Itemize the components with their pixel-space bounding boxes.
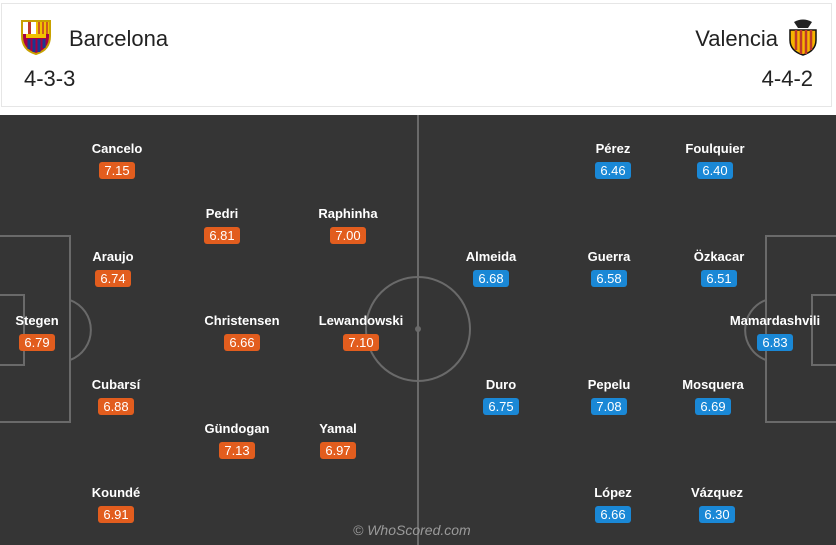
player-name: Almeida xyxy=(465,249,517,264)
player-rating-badge: 6.58 xyxy=(591,270,627,287)
player-name: Raphinha xyxy=(318,206,378,221)
away-player[interactable]: Vázquez 6.30 xyxy=(662,485,772,524)
player-name: Pepelu xyxy=(587,377,631,392)
home-player[interactable]: Cubarsí 6.88 xyxy=(61,377,171,416)
player-name: Koundé xyxy=(91,485,141,500)
player-rating-badge: 6.30 xyxy=(699,506,735,523)
player-rating-badge: 6.66 xyxy=(224,334,260,351)
match-header: Barcelona 4-3-3 Valencia 4-4-2 xyxy=(1,3,832,107)
player-rating-badge: 7.08 xyxy=(591,398,627,415)
player-name: Guerra xyxy=(587,249,631,264)
home-player[interactable]: Araujo 6.74 xyxy=(58,249,168,288)
player-rating-badge: 6.91 xyxy=(98,506,134,523)
away-team-name: Valencia xyxy=(695,26,778,51)
player-rating-badge: 7.10 xyxy=(343,334,379,351)
home-player[interactable]: Lewandowski 7.10 xyxy=(306,313,416,352)
home-player[interactable]: Pedri 6.81 xyxy=(167,206,277,245)
player-rating-badge: 6.81 xyxy=(204,227,240,244)
away-player[interactable]: Guerra 6.58 xyxy=(554,249,664,288)
player-name: Pedri xyxy=(205,206,239,221)
player-name: Lewandowski xyxy=(318,313,404,328)
player-rating-badge: 7.15 xyxy=(99,162,135,179)
home-player[interactable]: Gündogan 7.13 xyxy=(182,421,292,460)
home-formation: 4-3-3 xyxy=(24,66,76,91)
player-name: Foulquier xyxy=(685,141,745,156)
home-team-name: Barcelona xyxy=(69,26,169,51)
away-player[interactable]: López 6.66 xyxy=(558,485,668,524)
player-rating-badge: 6.75 xyxy=(483,398,519,415)
away-player[interactable]: Pérez 6.46 xyxy=(558,141,668,180)
barcelona-crest-icon xyxy=(21,20,51,56)
player-name: Mamardashvili xyxy=(729,313,821,328)
away-player[interactable]: Pepelu 7.08 xyxy=(554,377,664,416)
player-name: Araujo xyxy=(92,249,134,264)
player-name: Christensen xyxy=(204,313,280,328)
away-player[interactable]: Mosquera 6.69 xyxy=(658,377,768,416)
player-name: Pérez xyxy=(595,141,631,156)
player-rating-badge: 6.74 xyxy=(95,270,131,287)
watermark: © WhoScored.com xyxy=(353,522,471,538)
player-name: Mosquera xyxy=(682,377,744,392)
home-player[interactable]: Raphinha 7.00 xyxy=(293,206,403,245)
player-rating-badge: 6.88 xyxy=(98,398,134,415)
player-rating-badge: 7.00 xyxy=(330,227,366,244)
player-rating-badge: 6.46 xyxy=(595,162,631,179)
away-player[interactable]: Duro 6.75 xyxy=(446,377,556,416)
home-player[interactable]: Stegen 6.79 xyxy=(0,313,92,352)
away-player[interactable]: Mamardashvili 6.83 xyxy=(720,313,830,352)
player-rating-badge: 6.79 xyxy=(19,334,55,351)
home-player[interactable]: Koundé 6.91 xyxy=(61,485,171,524)
player-rating-badge: 6.97 xyxy=(320,442,356,459)
player-name: Vázquez xyxy=(690,485,743,500)
player-rating-badge: 6.40 xyxy=(697,162,733,179)
away-player[interactable]: Almeida 6.68 xyxy=(436,249,546,288)
player-name: Özkacar xyxy=(693,249,745,264)
player-name: Duro xyxy=(485,377,517,392)
player-rating-badge: 7.13 xyxy=(219,442,255,459)
player-name: Yamal xyxy=(319,421,357,436)
player-name: López xyxy=(594,485,632,500)
player-name: Cubarsí xyxy=(91,377,141,392)
player-rating-badge: 6.68 xyxy=(473,270,509,287)
home-player[interactable]: Christensen 6.66 xyxy=(187,313,297,352)
player-rating-badge: 6.66 xyxy=(595,506,631,523)
home-player[interactable]: Cancelo 7.15 xyxy=(62,141,172,180)
valencia-crest-icon xyxy=(789,19,817,56)
player-rating-badge: 6.69 xyxy=(695,398,731,415)
player-name: Cancelo xyxy=(91,141,143,156)
away-player[interactable]: Özkacar 6.51 xyxy=(664,249,774,288)
player-name: Gündogan xyxy=(204,421,270,436)
player-rating-badge: 6.51 xyxy=(701,270,737,287)
away-player[interactable]: Foulquier 6.40 xyxy=(660,141,770,180)
pitch-lines xyxy=(0,115,836,545)
player-rating-badge: 6.83 xyxy=(757,334,793,351)
home-player[interactable]: Yamal 6.97 xyxy=(283,421,393,460)
player-name: Stegen xyxy=(15,313,59,328)
away-formation: 4-4-2 xyxy=(761,66,813,91)
